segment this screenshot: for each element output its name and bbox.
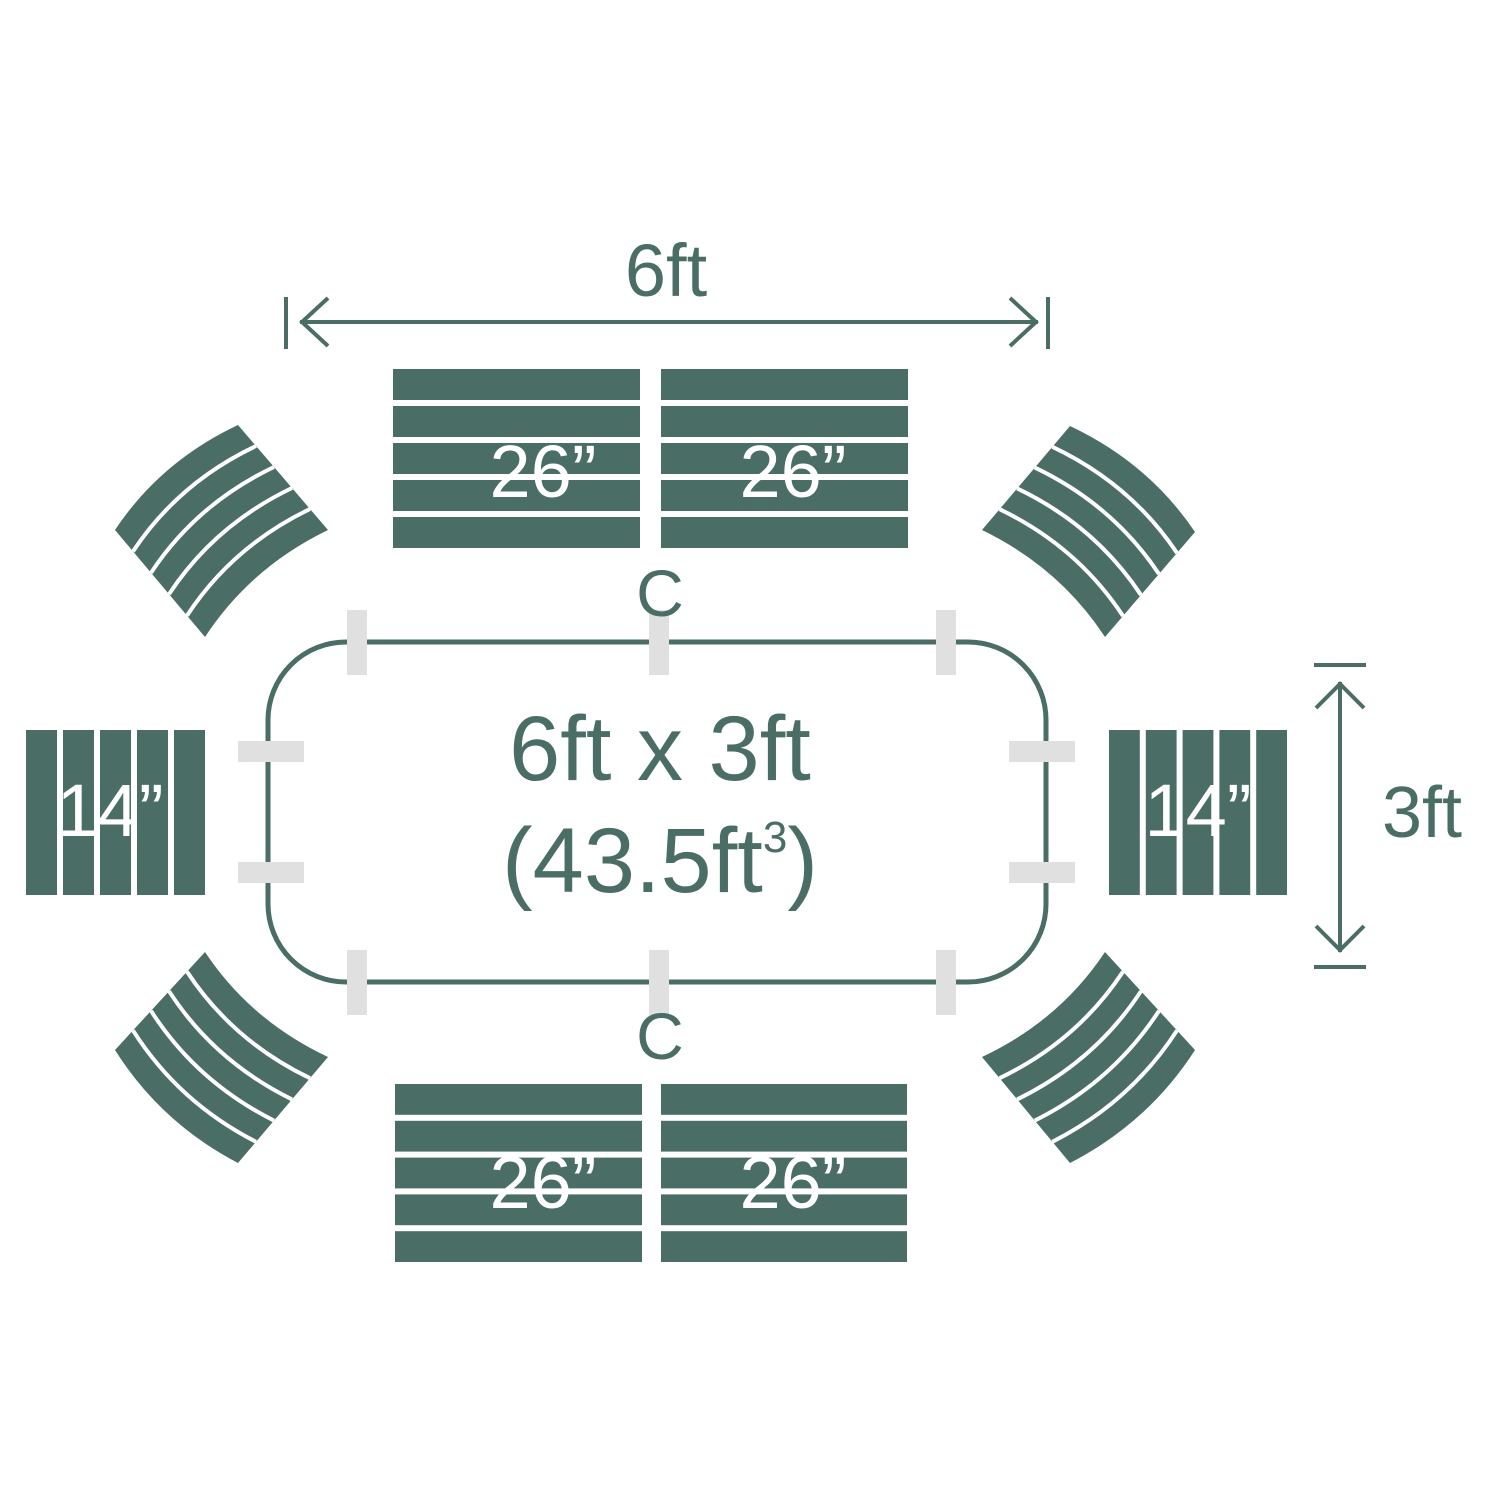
bench-bottom-left-label: 26” xyxy=(490,1141,597,1224)
slat xyxy=(100,730,131,895)
tab xyxy=(649,950,669,1015)
slat xyxy=(174,730,205,895)
slat xyxy=(1256,730,1287,895)
slat xyxy=(661,480,908,511)
slat-gap xyxy=(131,1029,257,1144)
slat xyxy=(661,517,908,548)
slat xyxy=(26,730,57,895)
height-dimension xyxy=(1314,663,1366,969)
slat xyxy=(661,1231,907,1262)
slat xyxy=(395,1231,642,1262)
curved-seat-bottom-left xyxy=(115,952,328,1163)
tab xyxy=(238,862,304,883)
slat xyxy=(395,1157,642,1189)
slat xyxy=(395,1194,642,1226)
volume-exponent: 3 xyxy=(763,813,787,862)
slat xyxy=(661,1084,907,1115)
bench-left xyxy=(26,730,205,895)
slat-gap xyxy=(1033,465,1161,576)
marker-bottom: C xyxy=(636,999,684,1073)
volume-close: ) xyxy=(787,810,818,912)
slat-gap xyxy=(998,970,1125,1081)
tab xyxy=(238,741,304,762)
bench-top-left-label: 26” xyxy=(490,430,597,513)
slat xyxy=(661,1194,907,1226)
curved-seat-body xyxy=(115,425,328,637)
slat xyxy=(393,443,640,474)
slat xyxy=(63,730,94,895)
slat xyxy=(661,406,908,437)
tab xyxy=(347,610,367,675)
width-label: 6ft xyxy=(625,229,708,312)
slat-gap xyxy=(131,444,257,553)
slat-gap xyxy=(1051,1029,1179,1144)
slat xyxy=(661,443,908,474)
curved-seat-body xyxy=(115,952,328,1163)
slat-gap xyxy=(1033,1009,1161,1123)
slat xyxy=(393,480,640,511)
slat xyxy=(395,1120,642,1152)
slat xyxy=(661,369,908,400)
tab xyxy=(347,950,367,1015)
curved-seat-top-right xyxy=(982,426,1195,637)
width-dimension xyxy=(284,296,1050,349)
curved-seat-bottom-right xyxy=(982,952,1195,1163)
tab xyxy=(936,610,956,675)
tab xyxy=(1009,862,1075,883)
tab xyxy=(1009,741,1075,762)
tab xyxy=(649,610,669,675)
slat-gap xyxy=(1016,990,1143,1102)
table-volume-label: (43.5ft3) xyxy=(502,810,818,912)
slat-gap xyxy=(167,990,293,1102)
bench-top-right-label: 26” xyxy=(740,430,847,513)
bench-right-label: 14” xyxy=(1145,769,1252,852)
bench-bottom-right-label: 26” xyxy=(740,1141,847,1224)
curved-seat-body xyxy=(982,952,1195,1163)
slat xyxy=(137,730,168,895)
slat-gap xyxy=(185,507,311,617)
bench-top-left xyxy=(393,369,640,548)
slat xyxy=(393,369,640,400)
slat xyxy=(395,1084,642,1115)
bench-bottom-left xyxy=(395,1084,642,1262)
slat xyxy=(1219,730,1251,895)
bench-top-right xyxy=(661,369,908,548)
slat xyxy=(1109,730,1140,895)
bench-bottom-right xyxy=(661,1084,907,1262)
marker-top: C xyxy=(636,556,684,630)
slat xyxy=(1145,730,1177,895)
bench-right xyxy=(1109,730,1287,895)
slat xyxy=(393,406,640,437)
slat xyxy=(661,1120,907,1152)
slat xyxy=(393,517,640,548)
slat-gap xyxy=(1016,486,1143,597)
slat-gap xyxy=(185,970,311,1081)
tab xyxy=(936,950,956,1015)
table-tabs xyxy=(238,610,1075,1015)
curved-seat-body xyxy=(982,426,1195,637)
slat-gap xyxy=(998,507,1125,618)
slat-gap xyxy=(167,486,293,596)
slat-gap xyxy=(149,465,275,574)
slat-gap xyxy=(1051,444,1179,555)
table-size-label: 6ft x 3ft xyxy=(509,698,811,800)
slat-gap xyxy=(149,1009,275,1123)
bench-left-label: 14” xyxy=(57,769,164,852)
curved-seat-top-left xyxy=(115,425,328,637)
slat xyxy=(1182,730,1214,895)
height-label: 3ft xyxy=(1382,773,1462,853)
volume-value: (43.5ft xyxy=(502,810,763,912)
slat xyxy=(661,1157,907,1189)
